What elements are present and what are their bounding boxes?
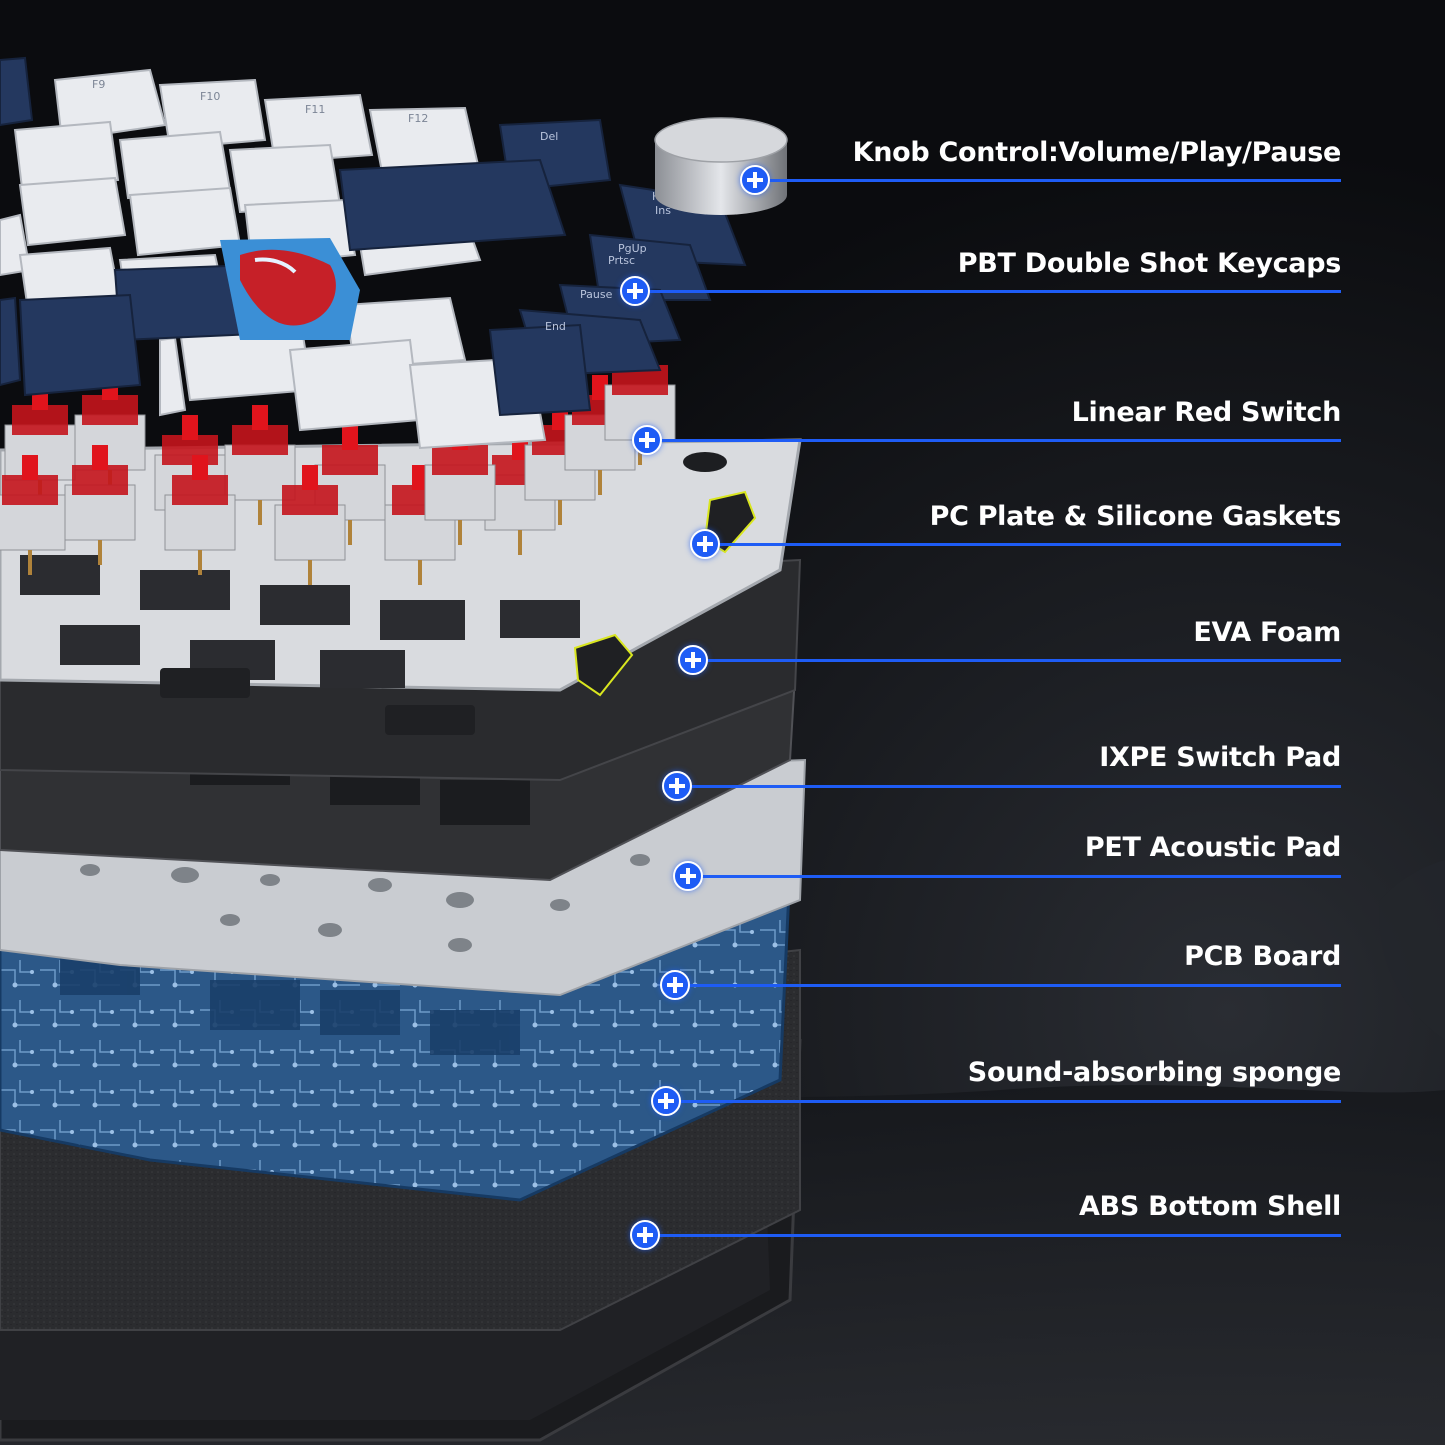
plus-icon[interactable]: [632, 425, 662, 455]
red-switch: [74, 375, 146, 495]
red-switch: [224, 405, 296, 525]
artisan-keycap: [220, 238, 360, 340]
callout-label: IXPE Switch Pad: [1099, 742, 1341, 773]
volume-knob: [654, 117, 788, 215]
pbt-double-shot-keycaps: F9 F10 F11 F12 Del Home Ins PgUp Prtsc P…: [0, 56, 747, 450]
red-switch: [274, 465, 346, 585]
svg-text:Ins: Ins: [655, 204, 671, 217]
plus-icon[interactable]: [651, 1086, 681, 1116]
red-switch: [4, 385, 76, 505]
svg-text:Del: Del: [540, 130, 558, 143]
plus-icon[interactable]: [740, 165, 770, 195]
red-switch: [424, 425, 496, 545]
callout-label: PC Plate & Silicone Gaskets: [929, 501, 1342, 532]
callout-label: PET Acoustic Pad: [1084, 832, 1341, 863]
callout-leader-line: [755, 179, 1341, 182]
callout-leader-line: [677, 785, 1341, 788]
svg-text:F11: F11: [305, 103, 325, 116]
svg-text:F10: F10: [200, 90, 220, 103]
callout-leader-line: [688, 875, 1341, 878]
callout-leader-line: [647, 439, 1341, 442]
callout-leader-line: [693, 659, 1341, 662]
svg-text:Pause: Pause: [580, 288, 613, 301]
svg-text:Prtsc: Prtsc: [608, 254, 635, 267]
plus-icon[interactable]: [678, 645, 708, 675]
callout-label: Sound-absorbing sponge: [967, 1057, 1342, 1088]
plus-icon[interactable]: [620, 276, 650, 306]
plus-icon[interactable]: [662, 771, 692, 801]
callout-leader-line: [705, 543, 1341, 546]
svg-text:F12: F12: [408, 112, 428, 125]
callout-label: Knob Control:Volume/Play/Pause: [852, 137, 1342, 168]
callout-label: EVA Foam: [1193, 617, 1341, 648]
svg-text:PgUp: PgUp: [618, 242, 647, 255]
callout-leader-line: [675, 984, 1341, 987]
callout-label: PBT Double Shot Keycaps: [957, 248, 1342, 279]
svg-text:End: End: [545, 320, 566, 333]
plus-icon[interactable]: [690, 529, 720, 559]
plus-icon[interactable]: [630, 1220, 660, 1250]
callout-label: ABS Bottom Shell: [1078, 1191, 1341, 1222]
red-switch: [64, 445, 136, 565]
red-switch: [0, 455, 66, 575]
callout-leader-line: [635, 290, 1341, 293]
red-switch: [164, 455, 236, 575]
linear-red-switches: [0, 345, 676, 585]
plus-icon[interactable]: [660, 970, 690, 1000]
callout-label: Linear Red Switch: [1071, 397, 1342, 428]
callout-leader-line: [666, 1100, 1341, 1103]
callout-label: PCB Board: [1184, 941, 1341, 972]
svg-text:F9: F9: [92, 78, 105, 91]
plus-icon[interactable]: [673, 861, 703, 891]
callout-leader-line: [645, 1234, 1341, 1237]
